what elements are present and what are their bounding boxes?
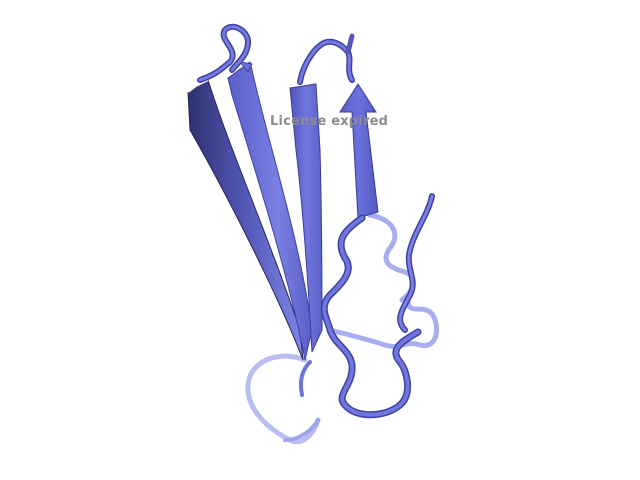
- beta-strand-1: [187, 79, 304, 361]
- beta-strand-3: [289, 83, 323, 353]
- beta-strand-4-arrow: [339, 83, 379, 219]
- turn-loop-top-right: [297, 33, 355, 85]
- coil-tubes-front: [283, 193, 435, 442]
- license-watermark: License expired: [270, 114, 389, 129]
- hairpin-loop-top: [197, 23, 252, 83]
